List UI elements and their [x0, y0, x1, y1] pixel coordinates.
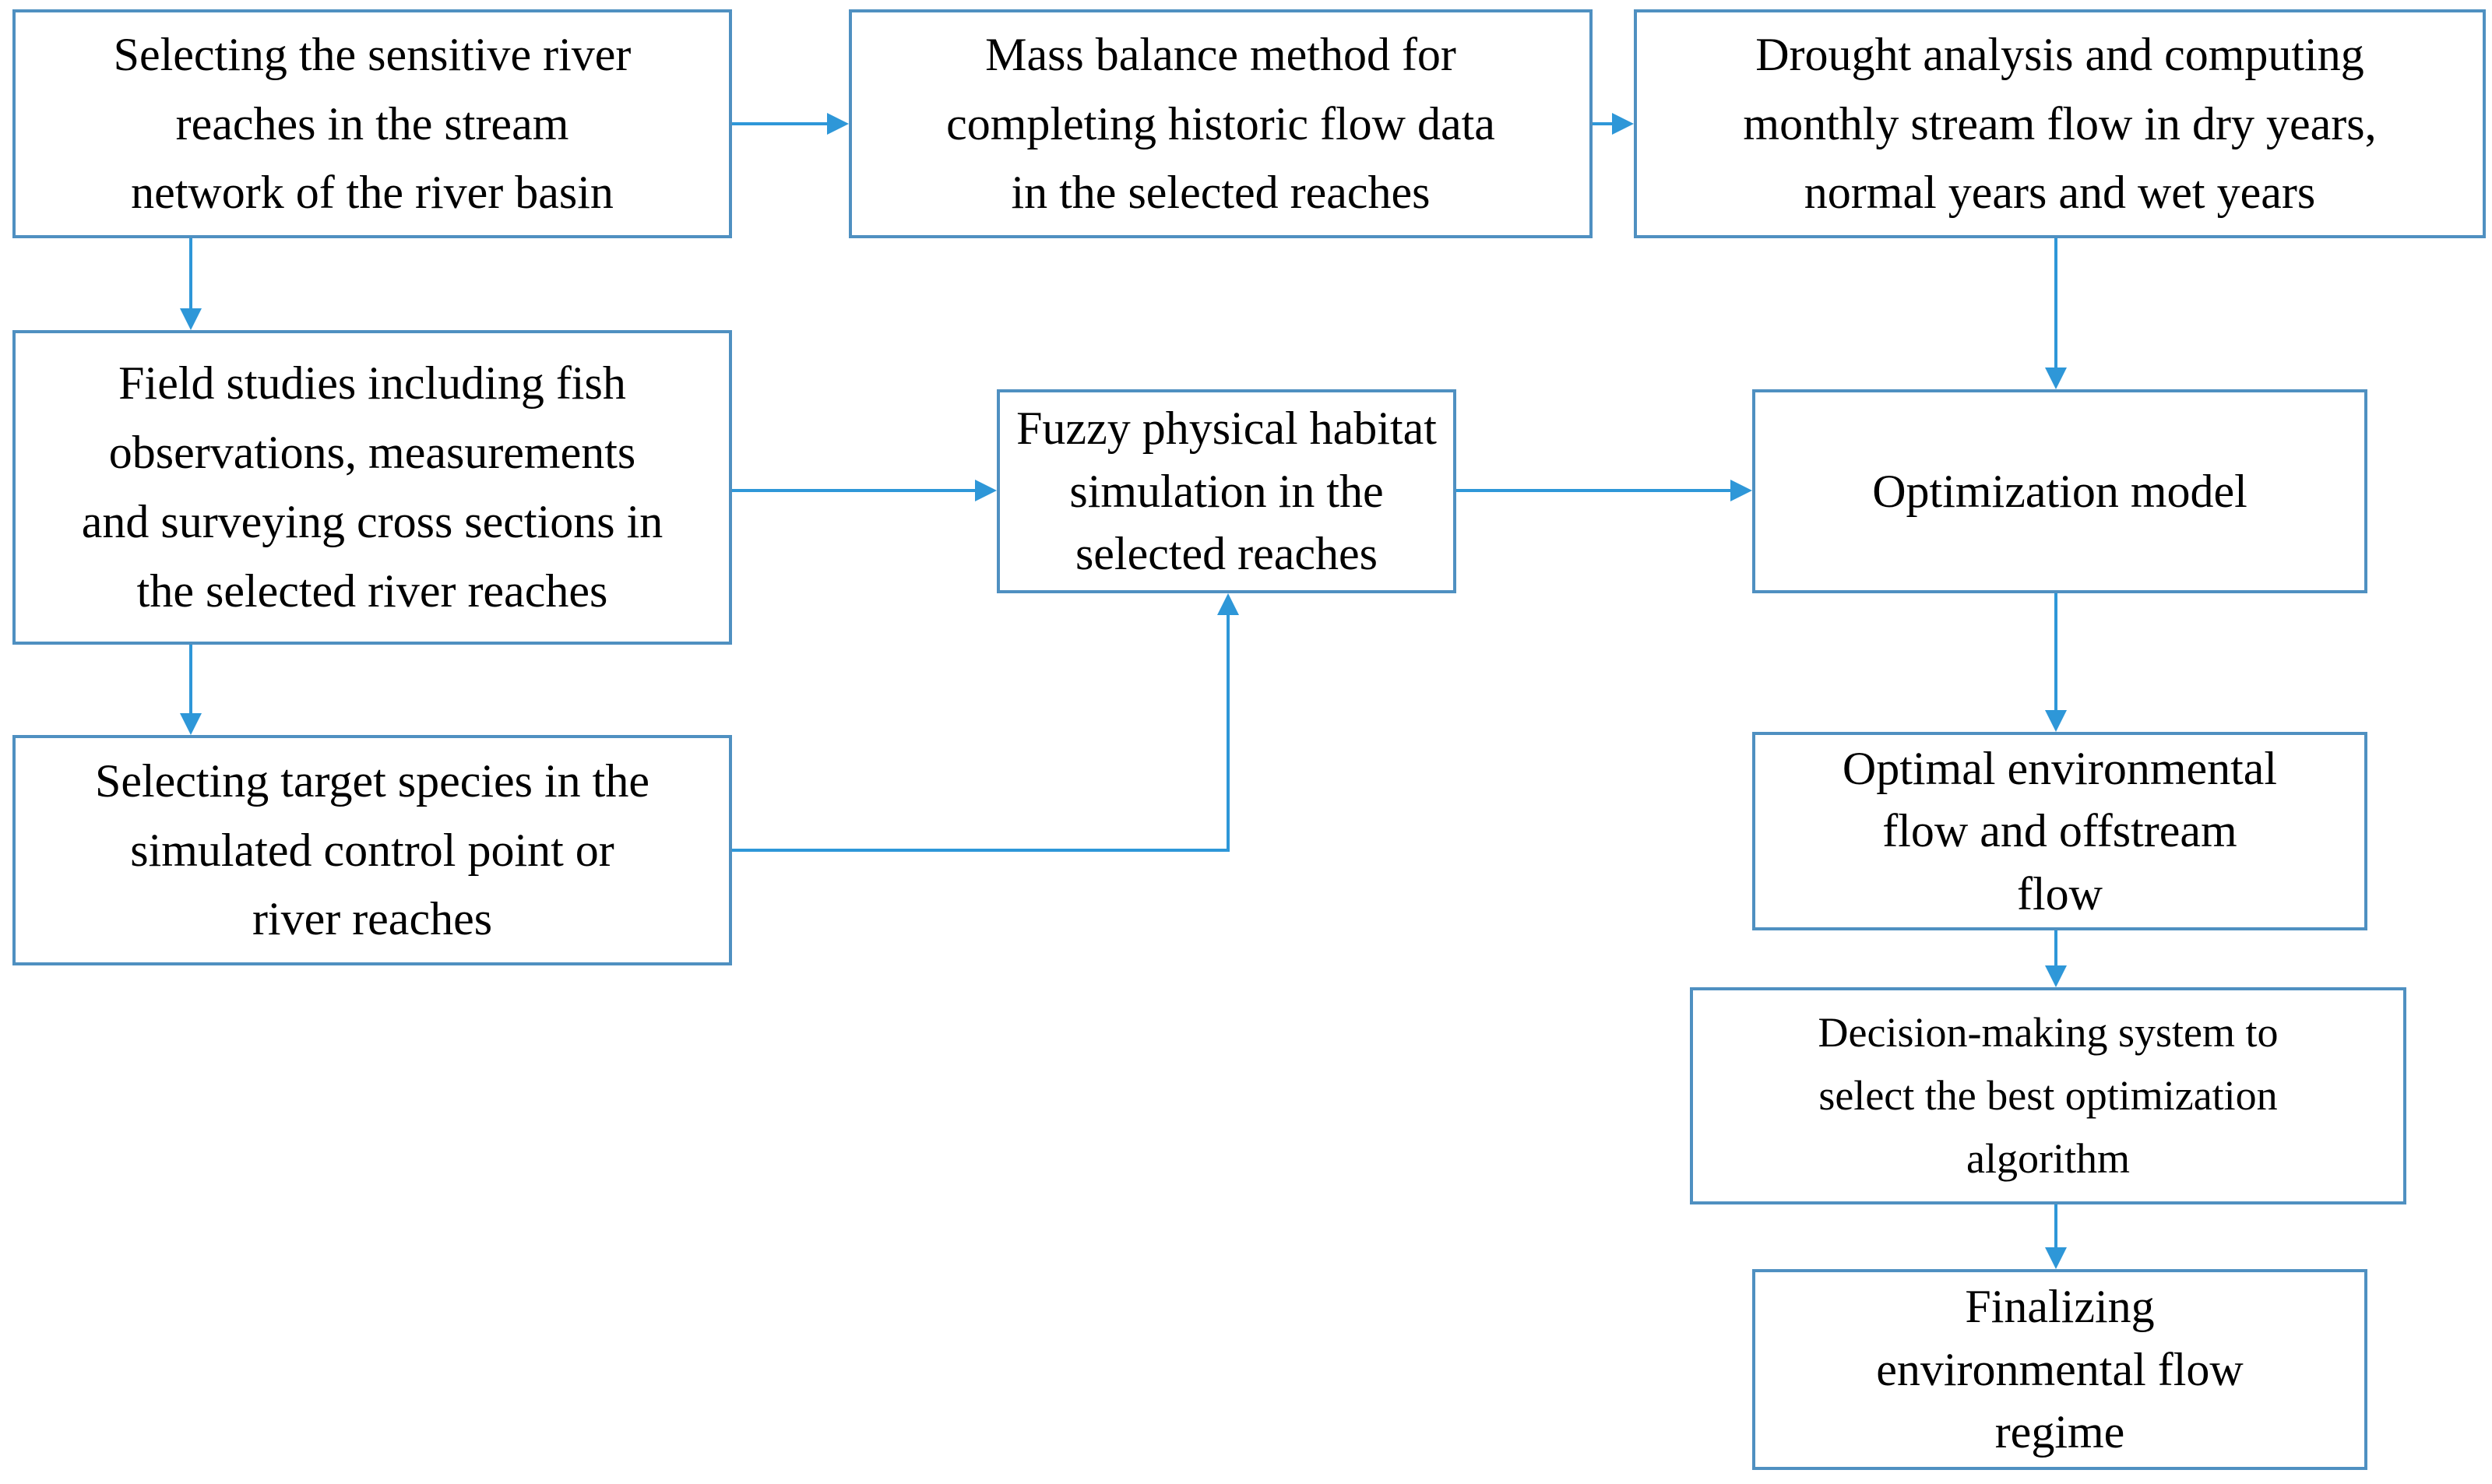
- arrowhead-b2-to-b3: [1612, 113, 1634, 135]
- box-target-species: Selecting target species in the simulate…: [12, 735, 732, 965]
- box-drought-analysis: Drought analysis and computing monthly s…: [1634, 9, 2486, 238]
- connector-b9-to-b10: [2054, 1204, 2057, 1247]
- box-optimization-model: Optimization model: [1752, 389, 2367, 593]
- box-field-studies-label: Field studies including fish observation…: [81, 357, 663, 617]
- box-fuzzy-habitat-simulation-label: Fuzzy physical habitat simulation in the…: [1016, 403, 1437, 580]
- connector-b4-to-b7: [189, 645, 192, 713]
- box-selecting-sensitive-reaches: Selecting the sensitive river reaches in…: [12, 9, 732, 238]
- arrowhead-b3-to-b6: [2045, 367, 2067, 389]
- box-target-species-label: Selecting target species in the simulate…: [94, 754, 649, 945]
- box-finalizing-flow-regime: Finalizing environmental flow regime: [1752, 1269, 2367, 1470]
- arrowhead-b7-to-b5: [1217, 593, 1239, 615]
- connector-b1-to-b4: [189, 238, 192, 308]
- connector-b6-to-b8: [2054, 593, 2057, 710]
- arrowhead-b4-to-b7: [180, 713, 202, 735]
- arrowhead-b5-to-b6: [1730, 480, 1752, 501]
- arrowhead-b9-to-b10: [2045, 1247, 2067, 1269]
- box-optimization-model-label: Optimization model: [1872, 465, 2247, 517]
- arrowhead-b8-to-b9: [2045, 965, 2067, 987]
- box-optimal-environmental-flow: Optimal environmental flow and offstream…: [1752, 732, 2367, 930]
- box-decision-making-system-label: Decision-making system to select the bes…: [1818, 1009, 2279, 1182]
- connector-b3-to-b6: [2054, 238, 2057, 367]
- box-mass-balance-method-label: Mass balance method for completing histo…: [946, 28, 1495, 219]
- box-drought-analysis-label: Drought analysis and computing monthly s…: [1743, 28, 2377, 219]
- arrowhead-b4-to-b5: [975, 480, 997, 501]
- box-decision-making-system: Decision-making system to select the bes…: [1690, 987, 2406, 1204]
- box-fuzzy-habitat-simulation: Fuzzy physical habitat simulation in the…: [997, 389, 1456, 593]
- connector-b7-to-b5-horizontal: [732, 849, 1230, 852]
- connector-b1-to-b2: [732, 122, 829, 125]
- box-finalizing-flow-regime-label: Finalizing environmental flow regime: [1876, 1281, 2244, 1458]
- box-field-studies: Field studies including fish observation…: [12, 330, 732, 645]
- connector-b4-to-b5: [732, 489, 975, 492]
- box-mass-balance-method: Mass balance method for completing histo…: [849, 9, 1593, 238]
- box-optimal-environmental-flow-label: Optimal environmental flow and offstream…: [1842, 742, 2278, 920]
- connector-b8-to-b9: [2054, 930, 2057, 965]
- arrowhead-b1-to-b4: [180, 308, 202, 330]
- box-selecting-sensitive-reaches-label: Selecting the sensitive river reaches in…: [113, 28, 632, 219]
- connector-b7-to-b5-vertical: [1227, 615, 1230, 852]
- arrowhead-b6-to-b8: [2045, 710, 2067, 732]
- arrowhead-b1-to-b2: [827, 113, 849, 135]
- connector-b2-to-b3: [1593, 122, 1614, 125]
- connector-b5-to-b6: [1456, 489, 1730, 492]
